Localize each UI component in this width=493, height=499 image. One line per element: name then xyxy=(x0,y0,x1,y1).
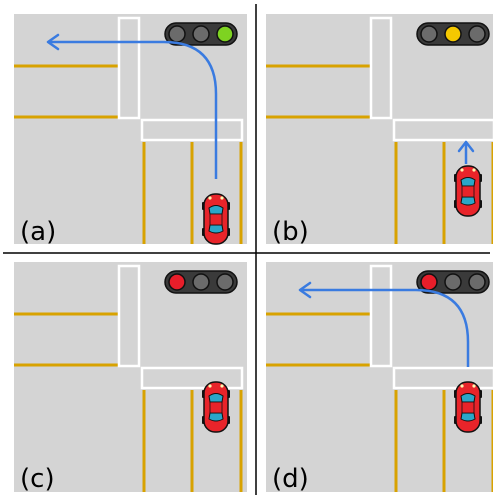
crosswalk-horizontal xyxy=(140,118,244,142)
car-headlight xyxy=(472,384,476,388)
car-headlight xyxy=(208,384,212,388)
signal-lamp-yellow xyxy=(444,25,462,43)
path-arrow-head xyxy=(46,33,60,51)
crosswalk-vertical xyxy=(117,264,141,368)
traffic-signal xyxy=(164,270,238,294)
car-rear-window xyxy=(460,412,476,422)
crosswalk-horizontal xyxy=(140,366,244,390)
car xyxy=(202,193,230,245)
panel-label-a: (a) xyxy=(20,217,56,247)
car-headlight xyxy=(220,384,224,388)
signal-lamp-green xyxy=(468,273,486,291)
car-windshield xyxy=(460,393,476,403)
road-surface xyxy=(14,262,247,492)
signal-lamp-green xyxy=(216,25,234,43)
car-roof xyxy=(461,401,475,414)
signal-lamp-red xyxy=(168,25,186,43)
signal-lamp-green xyxy=(468,25,486,43)
panel-d xyxy=(266,262,493,492)
panel-label-d: (d) xyxy=(272,464,309,494)
signal-lamp-red xyxy=(420,273,438,291)
car xyxy=(202,381,230,433)
path-arrow-head xyxy=(457,140,475,153)
crosswalk-vertical xyxy=(369,16,393,120)
car-roof xyxy=(461,185,475,198)
road-surface xyxy=(266,262,493,492)
signal-lamp-red xyxy=(420,25,438,43)
car-headlight xyxy=(460,168,464,172)
crosswalk-vertical xyxy=(369,264,393,368)
car-headlight xyxy=(220,196,224,200)
signal-lamp-yellow xyxy=(444,273,462,291)
path-arrow-head xyxy=(298,281,312,299)
panel-label-b: (b) xyxy=(272,217,309,247)
crosswalk-horizontal xyxy=(392,366,493,390)
car-headlight xyxy=(460,384,464,388)
car-windshield xyxy=(208,205,224,215)
crosswalk-vertical xyxy=(117,16,141,120)
car-windshield xyxy=(208,393,224,403)
car-windshield xyxy=(460,177,476,187)
panel-label-c: (c) xyxy=(20,464,55,494)
path-arrow-line xyxy=(50,40,218,179)
panel-a xyxy=(14,14,247,245)
car-headlight xyxy=(472,168,476,172)
car-headlight xyxy=(208,196,212,200)
signal-lamp-green xyxy=(216,273,234,291)
panel-c xyxy=(14,262,247,492)
traffic-signal xyxy=(416,22,490,46)
traffic-signal xyxy=(164,22,238,46)
crosswalk-horizontal xyxy=(392,118,493,142)
car-roof xyxy=(209,401,223,414)
car-rear-window xyxy=(208,224,224,234)
panel-b xyxy=(266,14,493,244)
signal-lamp-yellow xyxy=(192,25,210,43)
car xyxy=(454,165,482,217)
car-rear-window xyxy=(460,196,476,206)
car xyxy=(454,381,482,433)
signal-lamp-red xyxy=(168,273,186,291)
path-arrow-line xyxy=(302,288,470,367)
car-rear-window xyxy=(208,412,224,422)
car-roof xyxy=(209,213,223,226)
traffic-signal xyxy=(416,270,490,294)
signal-lamp-yellow xyxy=(192,273,210,291)
